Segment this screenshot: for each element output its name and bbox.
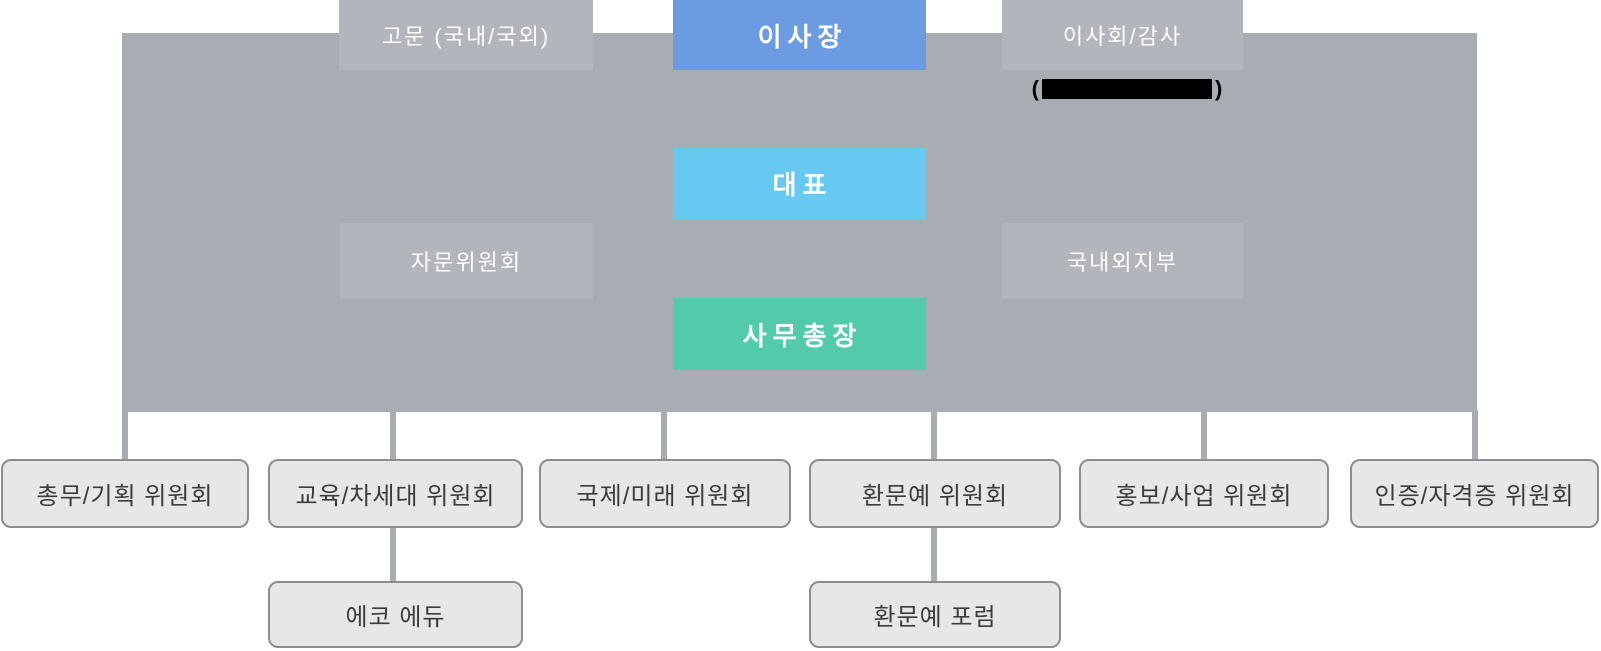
committee-general-affairs: 총무/기획 위원회	[1, 459, 249, 528]
committee-label: 홍보/사업 위원회	[1115, 483, 1293, 510]
committee-certification: 인증/자격증 위원회	[1350, 459, 1599, 528]
node-chairman-label: 이사장	[757, 21, 848, 52]
node-advisory-committee-label: 자문위원회	[410, 250, 523, 275]
connector-line	[661, 410, 667, 459]
node-secretary-general-label: 사무총장	[742, 320, 863, 351]
sub-unit-hwanmunye-forum: 환문예 포럼	[809, 581, 1061, 648]
note-close-paren: )	[1215, 76, 1223, 101]
node-board-audit: 이사회/감사	[1002, 0, 1243, 70]
node-board-audit-label: 이사회/감사	[1062, 24, 1183, 49]
node-branches: 국내외지부	[1002, 223, 1243, 299]
note-open-paren: (	[1031, 76, 1039, 101]
committee-international: 국제/미래 위원회	[539, 459, 791, 528]
connector-line	[390, 410, 396, 459]
node-ceo-label: 대표	[772, 170, 833, 200]
committee-pr-business: 홍보/사업 위원회	[1079, 459, 1329, 528]
node-advisory-committee: 자문위원회	[340, 223, 593, 299]
node-advisors-label: 고문 (국내/국외)	[381, 24, 551, 49]
node-advisors: 고문 (국내/국외)	[339, 0, 593, 70]
committee-label: 인증/자격증 위원회	[1374, 483, 1575, 510]
committee-label: 교육/차세대 위원회	[295, 483, 496, 510]
connector-line	[390, 528, 396, 581]
connector-line	[122, 410, 128, 459]
sub-unit-eco-edu: 에코 에듀	[268, 581, 523, 648]
node-chairman: 이사장	[673, 0, 926, 70]
sub-unit-label: 환문예 포럼	[873, 604, 997, 631]
committee-label: 국제/미래 위원회	[576, 483, 754, 510]
board-audit-note: ( )	[1012, 74, 1242, 104]
connector-line	[1201, 410, 1207, 459]
connector-line	[931, 410, 937, 459]
sub-unit-label: 에코 에듀	[345, 604, 446, 631]
node-ceo: 대표	[673, 148, 926, 219]
redaction-bar	[1042, 79, 1212, 99]
committee-label: 환문예 위원회	[861, 483, 1009, 510]
committee-label: 총무/기획 위원회	[36, 483, 214, 510]
connector-line	[1472, 410, 1478, 459]
committee-hwanmunye: 환문예 위원회	[809, 459, 1061, 528]
node-secretary-general: 사무총장	[673, 298, 926, 370]
committee-education: 교육/차세대 위원회	[268, 459, 523, 528]
node-branches-label: 국내외지부	[1066, 250, 1179, 275]
connector-line	[931, 528, 937, 581]
